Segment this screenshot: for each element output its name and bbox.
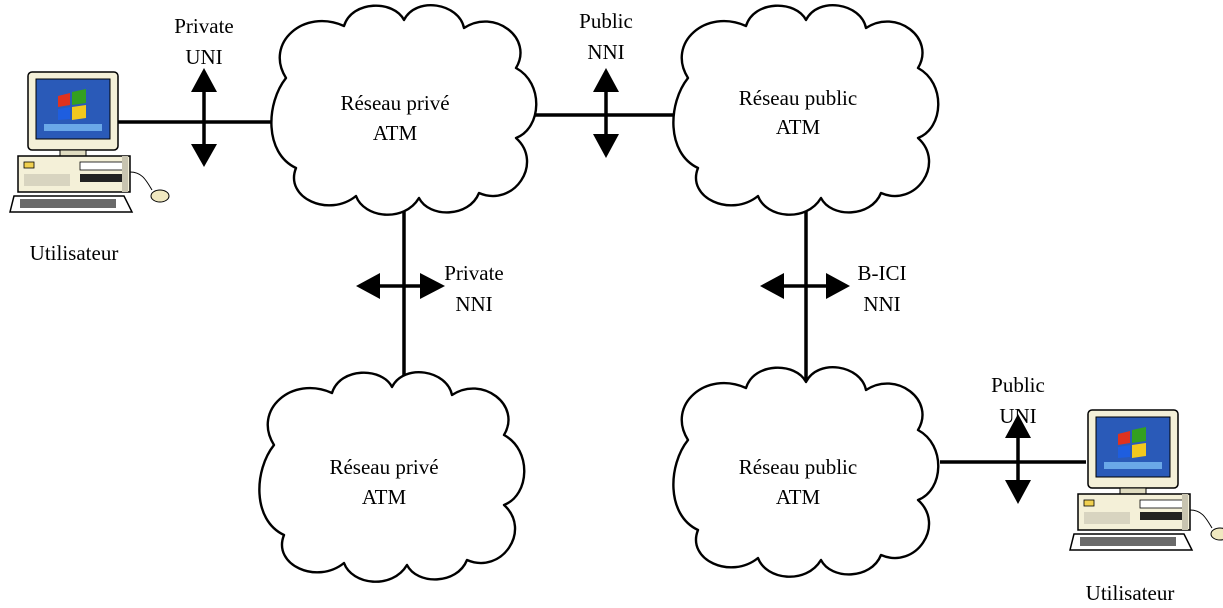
user-computer-icon-1 bbox=[9, 71, 170, 213]
cloud-private-2-label-2: ATM bbox=[362, 485, 407, 509]
private-nni-label-1: Private bbox=[444, 261, 503, 285]
cloud-public-1-label-2: ATM bbox=[776, 115, 821, 139]
public-nni-label-2: NNI bbox=[587, 40, 624, 64]
cloud-public-1-label-1: Réseau public bbox=[739, 86, 857, 110]
user-label-2: Utilisateur bbox=[1086, 581, 1175, 605]
bici-nni-label-2: NNI bbox=[863, 292, 900, 316]
private-nni-label-2: NNI bbox=[455, 292, 492, 316]
private-uni-label-1: Private bbox=[174, 14, 233, 38]
public-uni-label-2: UNI bbox=[999, 404, 1036, 428]
cloud-private-2-label-1: Réseau privé bbox=[329, 455, 438, 479]
cloud-private-1-label-2: ATM bbox=[373, 121, 418, 145]
user-computer-icon-2 bbox=[1069, 409, 1223, 551]
public-nni-arrow bbox=[593, 68, 619, 158]
bici-nni-label-1: B-ICI bbox=[858, 261, 907, 285]
bici-nni-arrow bbox=[760, 273, 850, 299]
cloud-private-1-label-1: Réseau privé bbox=[340, 91, 449, 115]
cloud-public-2-label-1: Réseau public bbox=[739, 455, 857, 479]
public-nni-label-1: Public bbox=[579, 9, 633, 33]
cloud-public-2-label-2: ATM bbox=[776, 485, 821, 509]
public-uni-arrow bbox=[1005, 414, 1031, 504]
public-uni-label-1: Public bbox=[991, 373, 1045, 397]
private-uni-arrow bbox=[191, 68, 217, 167]
user-label-1: Utilisateur bbox=[30, 241, 119, 265]
private-uni-label-2: UNI bbox=[185, 45, 222, 69]
private-nni-arrow bbox=[356, 273, 445, 299]
